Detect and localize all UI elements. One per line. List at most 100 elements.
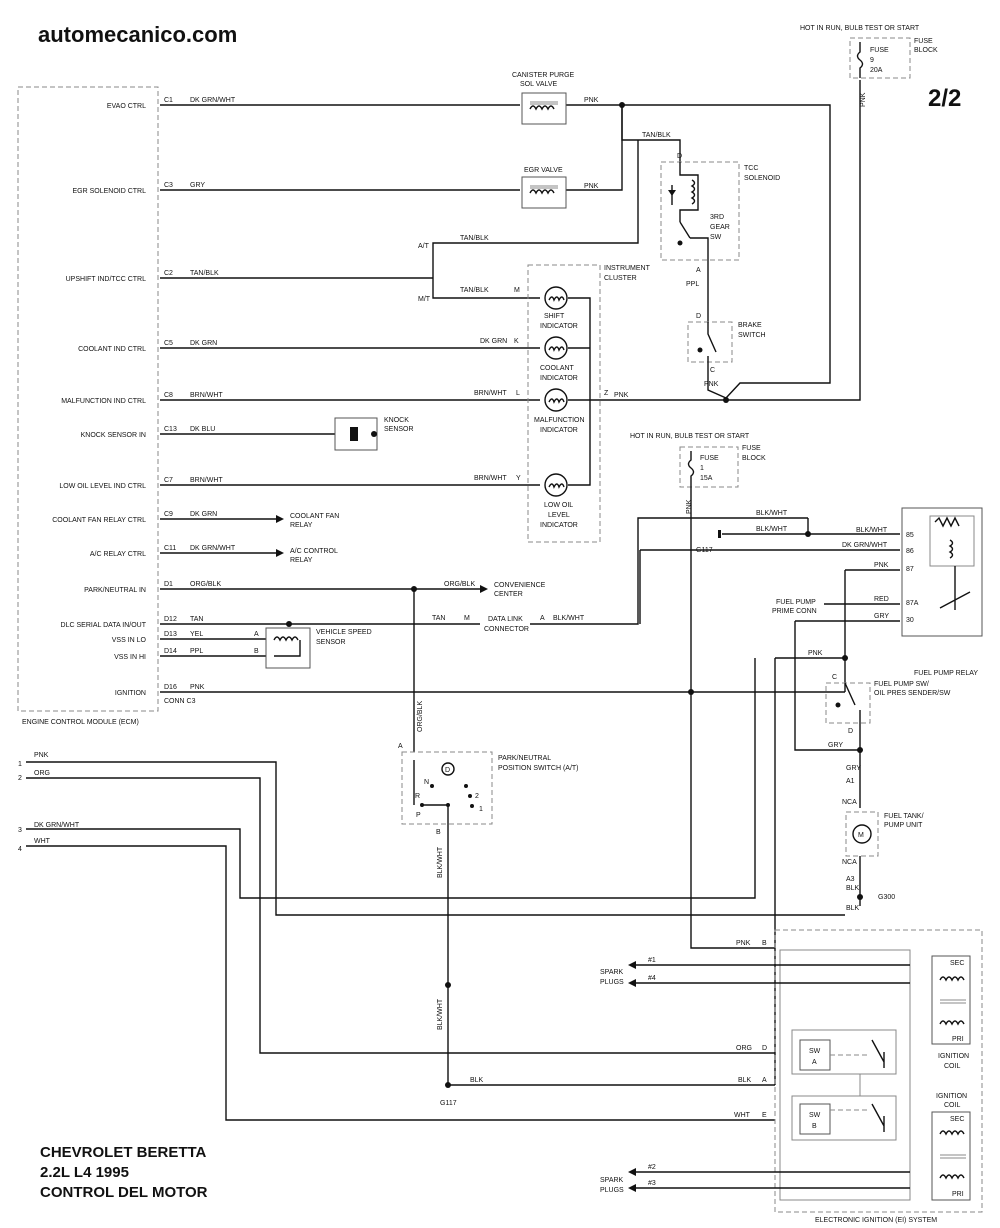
wire-label: PNK <box>584 97 599 104</box>
wire-tan-blk-top <box>638 139 681 162</box>
switch-contact <box>835 702 841 708</box>
pin-label: A <box>540 615 545 622</box>
wire-label: BRN/WHT <box>474 475 507 482</box>
spark-label: #1 <box>648 957 656 964</box>
switch-module-b <box>791 1095 897 1141</box>
ecm-wire-color: TAN <box>190 616 203 623</box>
fuel-pump-relay <box>901 507 983 637</box>
splice-dot <box>371 431 377 437</box>
sw-label: SW <box>809 1048 821 1055</box>
canister-label: SOL VALVE <box>520 81 558 88</box>
ecm-wire-color: TAN/BLK <box>190 270 219 277</box>
diode-icon <box>668 190 676 196</box>
ecm-pin-name: KNOCK SENSOR IN <box>81 432 146 439</box>
wire-c3-pnk <box>566 105 623 191</box>
ecm-pin-name: LOW OIL LEVEL IND CTRL <box>59 483 146 490</box>
svg-text:ORG: ORG <box>34 770 50 777</box>
vss-label: VEHICLE SPEED <box>316 629 372 636</box>
wire-malf-pnk <box>590 80 861 401</box>
wire-tan-blk-at <box>432 140 639 299</box>
brake-switch-contacts <box>707 322 717 368</box>
pin-label: 87A <box>906 600 919 607</box>
ecm-connector-label: CONN C3 <box>164 698 196 705</box>
tank-label: FUEL TANK/ <box>884 813 924 820</box>
switch-pos-label: 1 <box>479 806 483 813</box>
fan-relay-label: COOLANT FAN <box>290 513 339 520</box>
ecm-pin-name: DLC SERIAL DATA IN/OUT <box>61 622 147 629</box>
tcc-solenoid-box <box>660 161 740 261</box>
fuse-block-label: BLOCK <box>742 455 766 462</box>
pin-label: 87 <box>906 566 914 573</box>
wire-brake-out <box>707 368 727 399</box>
wire-label: PPL <box>686 281 699 288</box>
svg-text:3: 3 <box>18 827 22 834</box>
switch-blade <box>679 221 691 239</box>
switch-contact <box>697 347 703 353</box>
motor-label: M <box>858 832 864 839</box>
pin-label: K <box>514 338 519 345</box>
cluster-bus <box>568 297 591 486</box>
wire-label: WHT <box>734 1112 751 1119</box>
tank-label: PUMP UNIT <box>884 822 923 829</box>
wire-label: BLK/WHT <box>553 615 585 622</box>
wire-4-wht <box>26 845 775 1121</box>
wire-label: BLK/WHT <box>437 846 444 878</box>
bulb-icon <box>544 473 568 497</box>
ecm-pin-name: IGNITION <box>115 690 146 697</box>
relay-switch <box>939 566 971 610</box>
wire-label: M/T <box>418 296 431 303</box>
conv-label: CENTER <box>494 591 523 598</box>
fuse-block-label: FUSE <box>914 38 933 45</box>
core-icon <box>530 185 558 189</box>
vehicle-speed-sensor <box>265 627 311 669</box>
fuel-pump-switch-box <box>825 682 871 724</box>
ecm-wire-color: PPL <box>190 648 203 655</box>
ecm-wire-color: DK GRN/WHT <box>190 97 236 104</box>
wire-label: TAN/BLK <box>642 132 671 139</box>
pin-label: D <box>677 153 682 160</box>
pin-label: C <box>710 367 715 374</box>
ground-point <box>857 894 863 900</box>
fuse-icon <box>687 451 695 487</box>
ecm-pin-id: C5 <box>164 340 173 347</box>
switch-contact <box>470 804 474 808</box>
wire-label: BLK <box>738 1077 752 1084</box>
ecm-pin-id: D16 <box>164 684 177 691</box>
coil-icon <box>529 189 555 195</box>
ecm-wire-color: BRN/WHT <box>190 477 223 484</box>
spark-label: #4 <box>648 975 656 982</box>
pin-label: A <box>762 1077 767 1084</box>
selector-icon <box>441 762 455 776</box>
oil-label: LOW OIL <box>544 502 573 509</box>
malf-label: INDICATOR <box>540 427 578 434</box>
shift-label: SHIFT <box>544 313 565 320</box>
ecm-pin-id: C3 <box>164 182 173 189</box>
wire-label: PNK <box>736 940 751 947</box>
ecm-pin-id: D12 <box>164 616 177 623</box>
arrow-icon <box>628 1168 636 1176</box>
resistor-icon <box>934 516 960 528</box>
fuse-label: 9 <box>870 57 874 64</box>
wire-dlc-blk-wht <box>530 517 808 625</box>
pin-label: D <box>762 1045 767 1052</box>
ac-relay-label: RELAY <box>290 557 313 564</box>
arrow-icon <box>276 515 284 523</box>
coolant-label: COOLANT <box>540 365 575 372</box>
ecm-pin-id: D14 <box>164 648 177 655</box>
ecm-pin-name: MALFUNCTION IND CTRL <box>61 398 146 405</box>
sw-label: SW <box>809 1112 821 1119</box>
ei-inner <box>779 949 911 1201</box>
ecm-wire-color: DK GRN <box>190 340 217 347</box>
switch-contact <box>677 240 683 246</box>
brake-switch-box <box>687 321 733 363</box>
wire-label: GRY <box>828 742 843 749</box>
wire-gry-30-down <box>794 621 860 751</box>
ecm-pin-id: C13 <box>164 426 177 433</box>
wire-label: TAN <box>432 615 445 622</box>
sw-b-contacts <box>871 1103 885 1132</box>
coolant-label: INDICATOR <box>540 375 578 382</box>
pin-label: B <box>436 829 441 836</box>
canister-purge-valve <box>521 92 567 125</box>
pin-label: A1 <box>846 778 855 785</box>
